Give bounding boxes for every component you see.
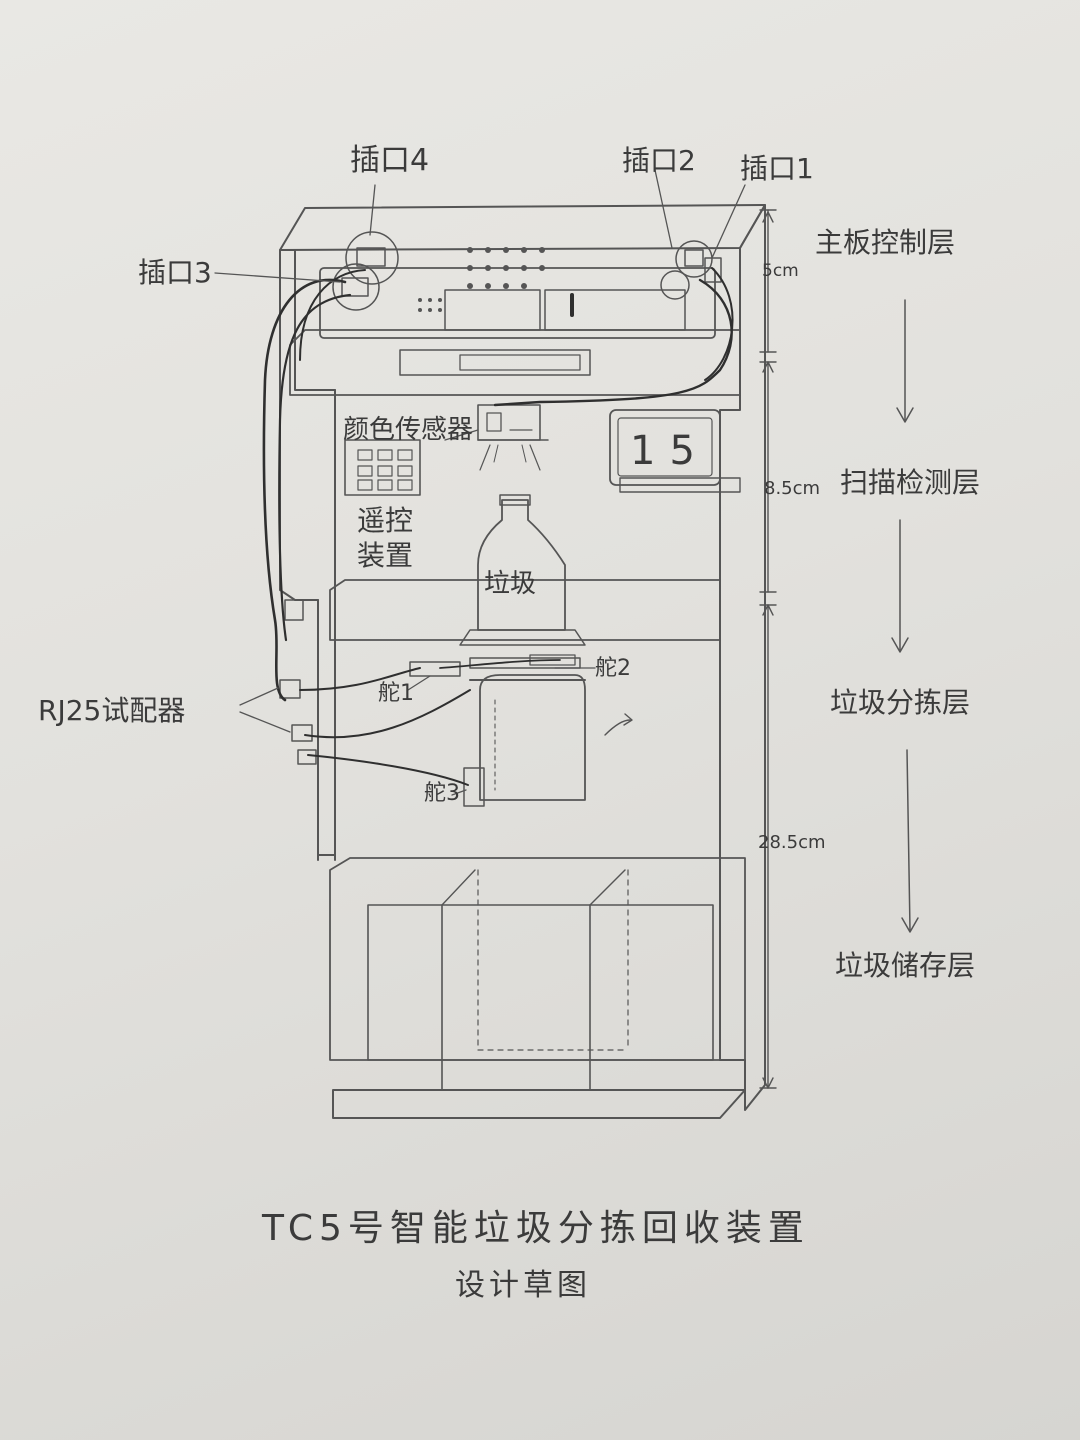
color-sensor-module bbox=[477, 404, 549, 441]
port-3-label: 插口3 bbox=[138, 256, 212, 289]
layer-4-label: 垃圾储存层 bbox=[835, 949, 975, 982]
main-board bbox=[319, 267, 716, 376]
servo-3-label: 舵3 bbox=[424, 781, 460, 806]
rj25-adapter-label: RJ25试配器 bbox=[38, 694, 185, 727]
rj25-adapters bbox=[279, 599, 317, 765]
port-4-socket bbox=[345, 231, 399, 285]
color-sensor-label: 颜色传感器 bbox=[343, 415, 473, 445]
speaker-holes bbox=[418, 247, 545, 312]
layer-3-label: 垃圾分拣层 bbox=[830, 686, 970, 719]
storage-box bbox=[329, 857, 746, 1061]
trash-bottle bbox=[459, 494, 586, 646]
sorting-bin bbox=[469, 674, 633, 801]
port-2-label: 插口2 bbox=[622, 144, 696, 177]
caption-title: TC5号智能垃圾分拣回收装置 bbox=[261, 1208, 810, 1249]
cabinet-base bbox=[332, 1089, 746, 1119]
layer-1-label: 主板控制层 bbox=[815, 226, 955, 259]
wiring bbox=[262, 267, 734, 786]
port-1-socket bbox=[660, 257, 722, 300]
port-3-socket bbox=[332, 263, 380, 311]
remote-label-line2: 装置 bbox=[357, 539, 413, 572]
servo-2-arm bbox=[409, 654, 581, 677]
port-1-label: 插口1 bbox=[740, 152, 814, 185]
display-number: 15 bbox=[630, 428, 709, 474]
remote-label-line1: 遥控 bbox=[357, 504, 413, 537]
port-4-label: 插口4 bbox=[350, 143, 429, 178]
layer-2-label: 扫描检测层 bbox=[840, 466, 980, 499]
board-control-bottom bbox=[289, 329, 741, 396]
cabinet-frame bbox=[279, 204, 766, 1119]
dimension-lower-height: 28.5cm bbox=[758, 832, 826, 853]
remote-control-keypad bbox=[344, 439, 421, 496]
port-2-socket bbox=[675, 240, 713, 278]
servo-3-motor bbox=[463, 767, 485, 807]
dimension-control-height: 5cm bbox=[762, 261, 799, 281]
servo-2-label: 舵2 bbox=[595, 656, 631, 681]
trash-label: 垃圾 bbox=[484, 569, 536, 599]
dimension-scan-height: 8.5cm bbox=[764, 478, 820, 499]
caption-subtitle: 设计草图 bbox=[455, 1268, 591, 1303]
board-scan-bottom bbox=[329, 579, 721, 641]
display-screen bbox=[609, 409, 741, 493]
servo-1-label: 舵1 bbox=[378, 681, 414, 706]
sensor-beam bbox=[479, 444, 541, 471]
dimension-lines bbox=[759, 209, 777, 1089]
flow-arrows bbox=[891, 299, 919, 933]
leader-lines bbox=[214, 169, 746, 796]
